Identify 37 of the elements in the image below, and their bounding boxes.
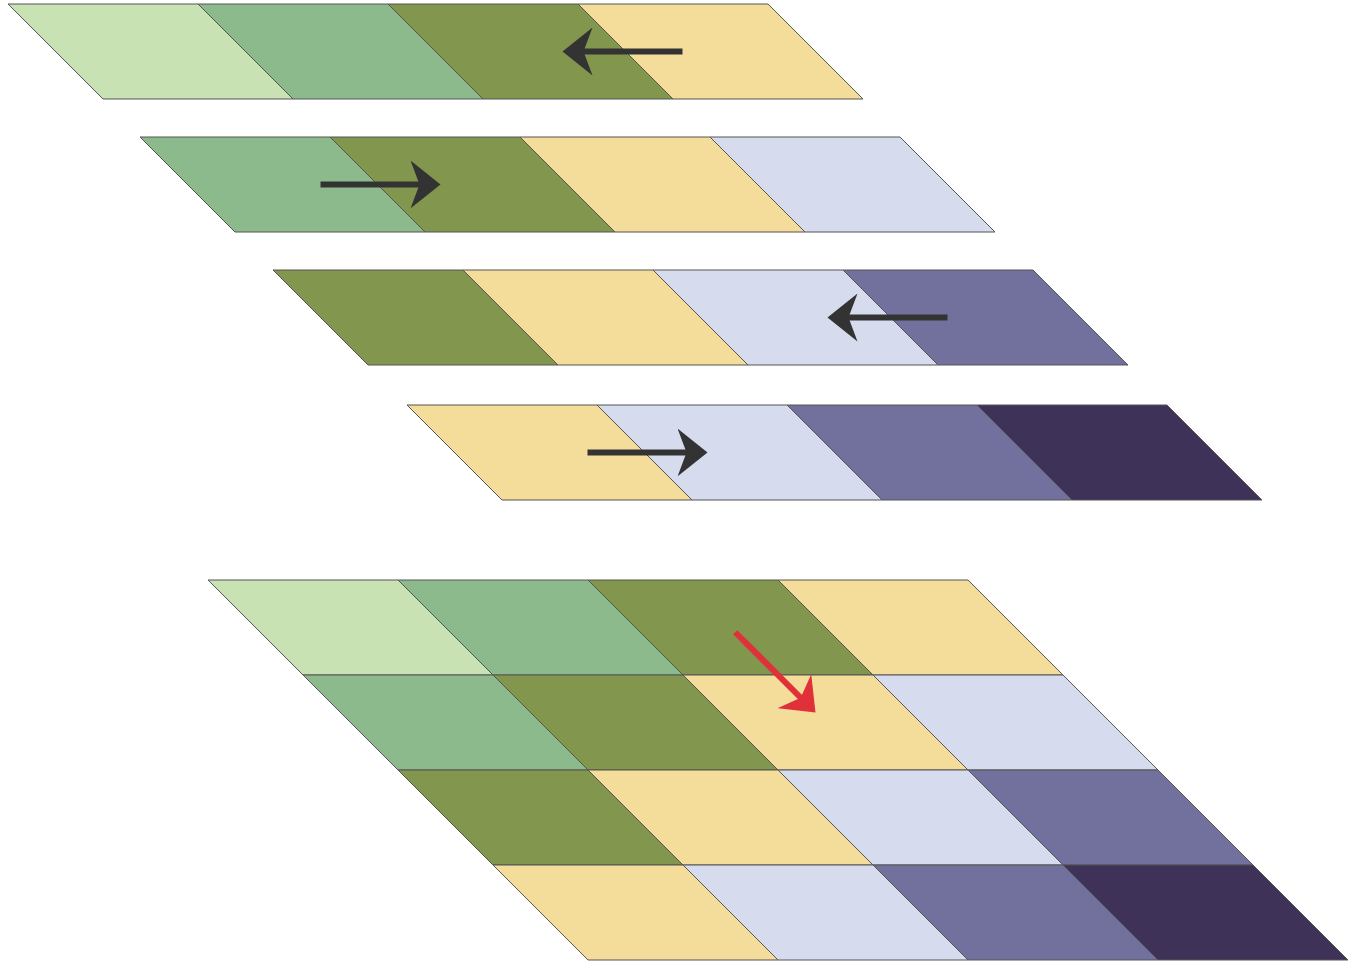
- arrow: [827, 293, 948, 342]
- parallelogram-tile: [462, 269, 749, 366]
- arrow: [562, 27, 683, 76]
- parallelogram-tile: [682, 864, 969, 961]
- parallelogram-tile: [587, 769, 874, 866]
- parallelogram-tile: [1062, 864, 1349, 961]
- parallelogram-tile: [207, 579, 494, 676]
- parallelogram-tile: [197, 3, 484, 100]
- parallelogram-tile: [406, 404, 693, 501]
- parallelogram-tile: [492, 674, 779, 771]
- parallelogram-tile: [302, 674, 589, 771]
- parallelogram-tile: [7, 3, 294, 100]
- arrow: [733, 630, 816, 713]
- parallelogram-tile: [397, 769, 684, 866]
- parallelogram-tile: [577, 3, 864, 100]
- arrow: [587, 428, 708, 477]
- parallelogram-tile: [777, 769, 1064, 866]
- parallelogram-tile: [596, 404, 883, 501]
- parallelogram-tile: [709, 136, 996, 233]
- parallelogram-tile: [967, 769, 1254, 866]
- parallelogram-tile: [682, 674, 969, 771]
- parallelogram-tile: [272, 269, 559, 366]
- parallelogram-tile: [387, 3, 674, 100]
- parallelogram-tile: [397, 579, 684, 676]
- parallelogram-tile: [652, 269, 939, 366]
- parallelogram-tile: [872, 864, 1159, 961]
- parallelogram-tile: [777, 579, 1064, 676]
- parallelogram-tile: [329, 136, 616, 233]
- parallelogram-tile: [872, 674, 1159, 771]
- parallelogram-tile: [842, 269, 1129, 366]
- parallelogram-tile: [976, 404, 1263, 501]
- parallelogram-tile: [587, 579, 874, 676]
- parallelogram-tile: [786, 404, 1073, 501]
- parallelogram-tile: [492, 864, 779, 961]
- parallelogram-tile: [519, 136, 806, 233]
- arrow: [320, 160, 441, 209]
- parallelogram-tile: [139, 136, 426, 233]
